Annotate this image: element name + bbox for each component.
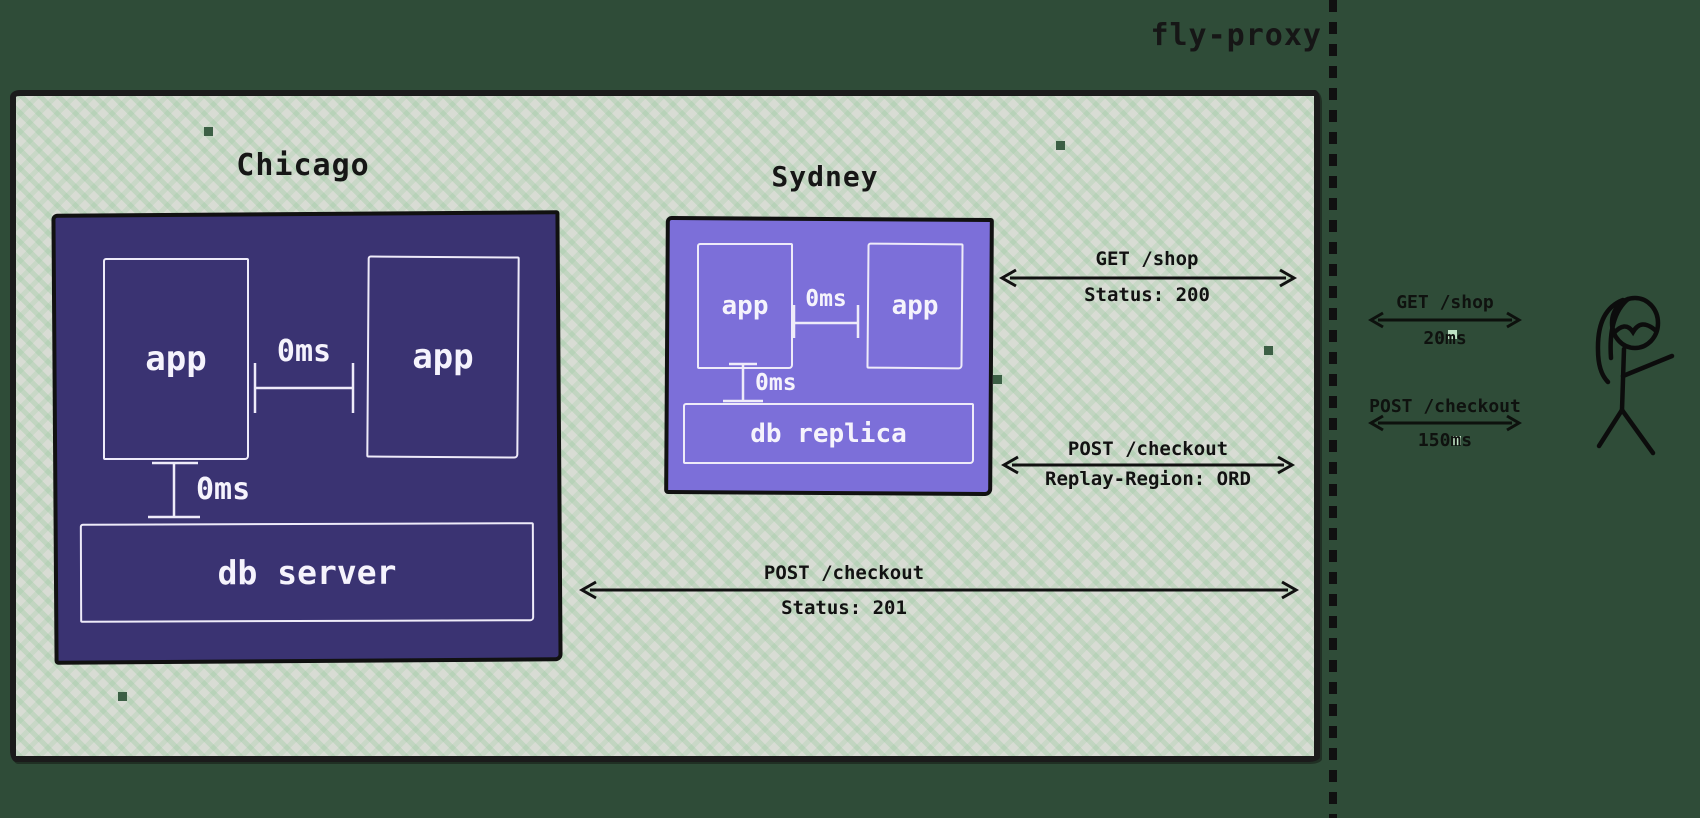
sydney-db-replica: db replica — [683, 403, 974, 464]
chicago-db-label: db server — [217, 552, 397, 593]
sydney-app-1: app — [697, 243, 793, 369]
chicago-app-1: app — [103, 258, 249, 460]
speckle-dot — [993, 375, 1002, 384]
sydney-app-link-connector — [792, 305, 860, 338]
arrow2-response-label: Replay-Region: ORD — [1045, 468, 1251, 490]
fly-proxy-boundary-line — [1329, 0, 1337, 818]
chicago-db-link-connector — [148, 461, 200, 519]
speckle-dot — [118, 692, 127, 701]
chicago-db-server: db server — [79, 522, 535, 623]
chicago-app-link-connector — [253, 363, 355, 413]
arrow-post-checkout-replay — [1000, 455, 1296, 475]
arrow2-request-label: POST /checkout — [1067, 438, 1229, 460]
sydney-app-2-label: app — [891, 290, 939, 322]
arrow3-request-label: POST /checkout — [763, 562, 925, 584]
sydney-app-2: app — [866, 242, 964, 370]
sydney-app-link-latency: 0ms — [805, 286, 847, 312]
region-label-sydney: Sydney — [771, 160, 879, 193]
chicago-app-1-label: app — [145, 339, 207, 379]
speckle-dot — [1264, 346, 1273, 355]
speckle-dot — [1448, 330, 1457, 339]
arrow1-response-label: Status: 200 — [1084, 284, 1210, 306]
client-arrow-get-shop — [1368, 311, 1522, 329]
region-label-chicago: Chicago — [236, 148, 370, 183]
arrow3-response-label: Status: 201 — [781, 597, 907, 619]
fly-proxy-label: fly-proxy — [1150, 18, 1322, 53]
speckle-dot — [1452, 436, 1461, 445]
client-arrow1-request-label: GET /shop — [1396, 292, 1494, 313]
chicago-app-link-latency: 0ms — [276, 334, 332, 369]
sydney-db-link-connector — [723, 362, 763, 403]
client-arrow2-request-label: POST /checkout — [1369, 396, 1521, 417]
client-arrow2-latency-label: 150ms — [1417, 430, 1473, 451]
speckle-dot — [1056, 141, 1065, 150]
arrow-get-shop — [998, 268, 1298, 288]
sydney-db-link-latency: 0ms — [755, 370, 797, 396]
arrow-post-checkout-status — [578, 580, 1300, 600]
chicago-db-link-latency: 0ms — [196, 472, 251, 507]
chicago-app-2-label: app — [412, 336, 474, 378]
speckle-dot — [204, 127, 213, 136]
sydney-db-label: db replica — [750, 418, 907, 449]
arrow1-request-label: GET /shop — [1095, 248, 1199, 270]
client-arrow-post-checkout — [1368, 414, 1522, 432]
chicago-app-2: app — [366, 255, 520, 459]
client-arrow1-latency-label: 20ms — [1423, 328, 1467, 349]
sydney-app-1-label: app — [721, 291, 769, 321]
user-stick-figure-icon — [1595, 295, 1675, 456]
